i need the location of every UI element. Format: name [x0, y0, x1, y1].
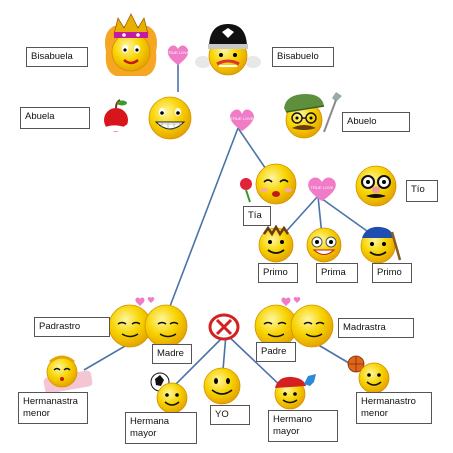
line-padres-hermano — [225, 333, 286, 391]
svg-text:TRUE LOVE: TRUE LOVE — [311, 185, 334, 190]
line-tios-primo1 — [281, 195, 319, 237]
hermano-smiley-icon — [274, 374, 316, 410]
hermana-smiley-icon — [150, 372, 188, 414]
label-hermanastra-menor: Hermanastra menor — [18, 392, 88, 424]
label-prima: Prima — [316, 263, 358, 283]
hermanastra-smiley-icon — [43, 355, 93, 392]
madrastra-face — [290, 304, 334, 348]
love-heart-icon: TRUE LOVE — [230, 109, 254, 131]
divorce-icon — [208, 313, 240, 341]
tio-smiley-icon — [355, 165, 397, 207]
hermanastro-smiley-icon — [347, 355, 390, 394]
label-bisabuela: Bisabuela — [26, 47, 88, 67]
bisabuelo-smiley-icon — [195, 24, 261, 76]
yo-smiley-icon — [203, 367, 241, 405]
label-primo-2: Primo — [372, 263, 412, 283]
abuelo-smiley-icon — [284, 92, 342, 139]
bisabuela-smiley-icon — [105, 13, 157, 76]
love-heart-icon: TRUE LOVE — [308, 177, 336, 201]
label-hermana-mayor: Hermana mayor — [125, 412, 197, 444]
label-tia: Tía — [243, 206, 271, 226]
padre-madrastra-couple-icon — [254, 296, 334, 348]
label-primo-1: Primo — [258, 263, 298, 283]
line-padres-hermana — [167, 333, 227, 393]
label-padrastro: Padrastro — [34, 317, 110, 337]
label-hermano-mayor: Hermano mayor — [268, 410, 338, 442]
label-abuelo: Abuelo — [342, 112, 410, 132]
label-madrastra: Madrastra — [338, 318, 414, 338]
prima-smiley-icon — [306, 227, 342, 263]
svg-text:TRUE LOVE: TRUE LOVE — [167, 50, 190, 55]
line-padrastro-hermanastra — [83, 341, 133, 371]
tia-smiley-icon — [240, 163, 297, 205]
primo2-smiley-icon — [360, 226, 402, 264]
primo1-smiley-icon — [258, 224, 294, 263]
line-tios-primo2 — [317, 195, 375, 237]
label-tio: Tío — [406, 180, 438, 202]
label-madre: Madre — [152, 344, 192, 364]
love-heart-icon: TRUE LOVE — [167, 45, 190, 65]
label-bisabuelo: Bisabuelo — [272, 47, 334, 67]
svg-text:TRUE LOVE: TRUE LOVE — [231, 116, 254, 121]
label-padre: Padre — [256, 342, 296, 362]
abuela-smiley-icon — [100, 96, 192, 140]
label-abuela: Abuela — [20, 107, 90, 129]
line-abuelos-madre — [163, 127, 239, 323]
label-hermanastro-menor: Hermanastro menor — [356, 392, 432, 424]
label-yo: YO — [210, 405, 250, 425]
madre-face — [144, 304, 188, 348]
padrastro-madre-couple-icon — [108, 296, 188, 348]
